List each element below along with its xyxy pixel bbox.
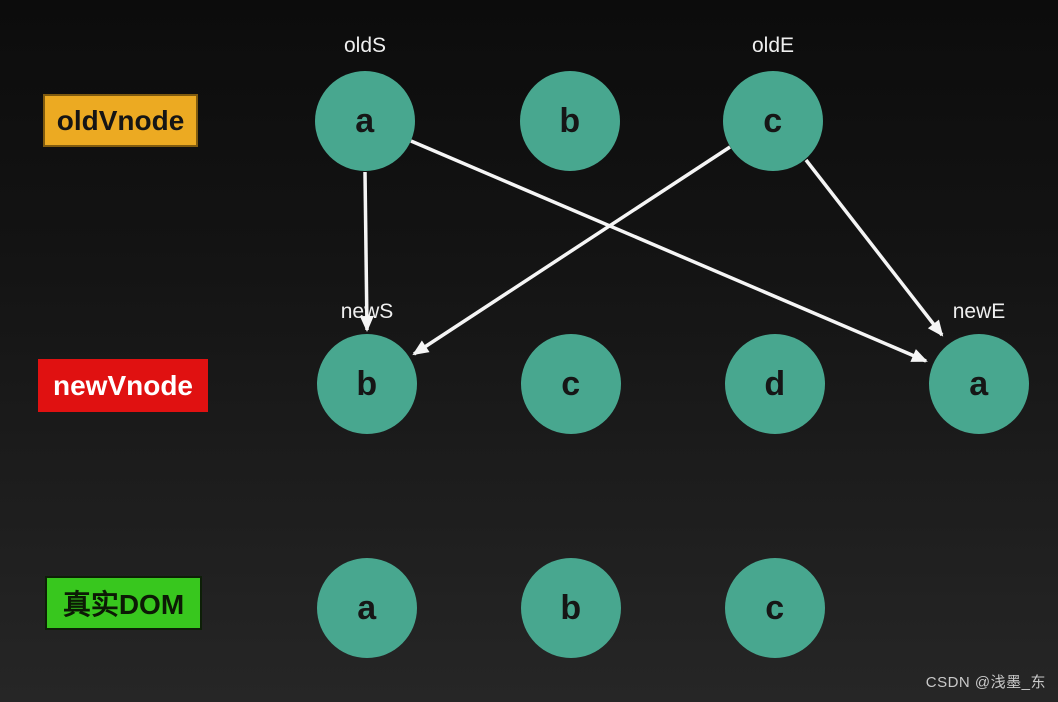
watermark: CSDN @浅墨_东 [925,674,1046,691]
row-label-real-dom: 真实DOM [45,576,202,630]
dom-circle-a: a [317,558,417,658]
vnode-circle-new-c: c [521,334,621,434]
pointer-label-oldE: oldE [751,34,795,57]
pointer-label-oldS: oldS [343,34,387,57]
vnode-circle-new-b: b [317,334,417,434]
vnode-circle-old-a: a [315,71,415,171]
row-label-old-vnode: oldVnode [43,94,198,147]
vnode-circle-new-a: a [929,334,1029,434]
row-label-new-vnode: newVnode [38,359,208,412]
vnode-circle-old-b: b [520,71,620,171]
dom-circle-b: b [521,558,621,658]
pointer-label-newE: newE [952,300,1006,323]
vnode-circle-old-c: c [723,71,823,171]
pointer-label-newS: newS [340,300,394,323]
dom-circle-c: c [725,558,825,658]
arrow-old-a-to-new-a [410,139,928,363]
vnode-circle-new-d: d [725,334,825,434]
arrow-old-c-to-new-b [412,145,731,356]
